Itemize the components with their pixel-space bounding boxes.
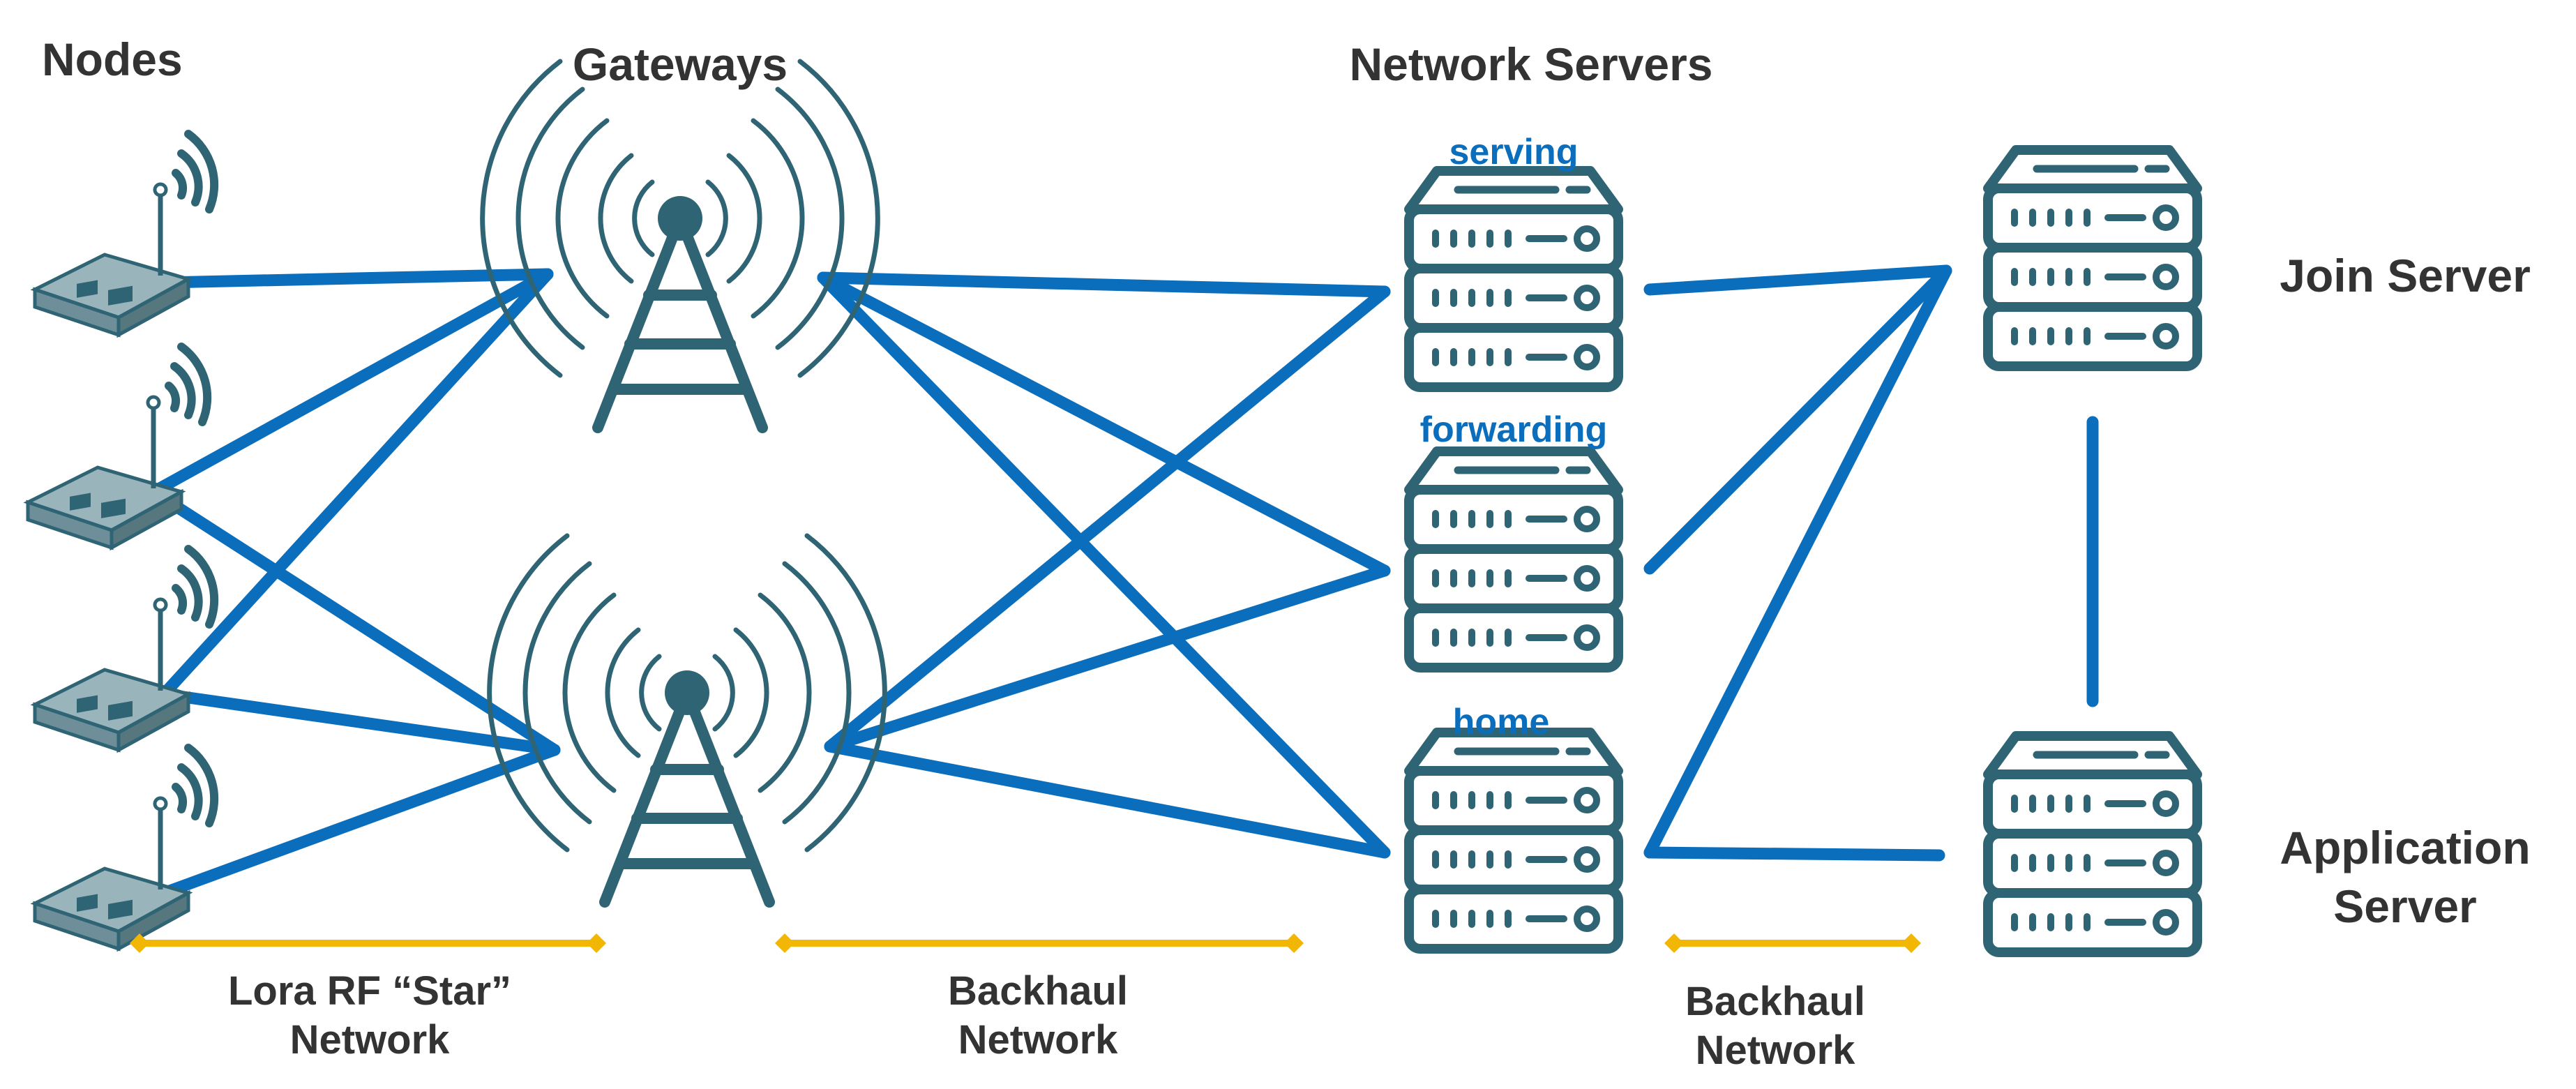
role-label-home: home: [1453, 702, 1550, 742]
link-gateway2-serving: [824, 285, 1391, 753]
backhaul-1-caption-line2: Network: [958, 1017, 1119, 1062]
heading-gateways: Gateways: [573, 38, 788, 90]
link-forwarding-join: [1643, 264, 1952, 575]
backhaul-2-segment-marker: [1664, 933, 1921, 953]
backhaul-1-segment-marker: [775, 933, 1304, 953]
lora-segment-marker: [130, 933, 606, 953]
backhaul-2-caption-line2: Network: [1696, 1028, 1856, 1073]
link-node3-gateway1: [158, 268, 554, 700]
role-label-serving: serving: [1449, 132, 1579, 172]
gateway-2-tower-icon: [490, 536, 885, 902]
role-label-forwarding: forwarding: [1420, 410, 1608, 450]
home-server-icon: [1409, 733, 1618, 949]
link-home-join: [1643, 264, 1952, 859]
link-home-application: [1643, 846, 1945, 862]
backhaul-2-caption-line1: Backhaul: [1685, 979, 1865, 1024]
forwarding-server-icon: [1409, 451, 1618, 668]
link-node3-gateway2: [158, 688, 561, 756]
label-application-server-line1: Application: [2280, 822, 2530, 873]
nodes-column: [28, 134, 214, 949]
label-join-server: Join Server: [2280, 250, 2531, 301]
link-gateway1-forwarding: [817, 271, 1391, 577]
application-server-icon: [1988, 736, 2197, 952]
gateway-1-tower-icon: [483, 61, 878, 428]
link-gateway2-forwarding: [824, 564, 1391, 753]
node-2-icon: [28, 347, 207, 548]
link-serving-join: [1643, 264, 1952, 296]
join-server-icon: [1988, 150, 2197, 366]
segment-markers: [130, 933, 1921, 953]
lora-caption-line1: Lora RF “Star”: [228, 968, 511, 1014]
link-gateway2-home: [824, 740, 1391, 859]
heading-nodes: Nodes: [42, 33, 183, 85]
gateways-column: [483, 61, 885, 902]
link-node2-gateway1: [147, 268, 554, 498]
heading-network-servers: Network Servers: [1350, 38, 1713, 90]
label-application-server-line2: Server: [2333, 880, 2477, 932]
network-servers-column: [1409, 171, 1618, 949]
serving-server-icon: [1409, 171, 1618, 387]
link-node1-gateway1: [158, 268, 554, 289]
link-gateway1-serving: [817, 271, 1391, 298]
links: [147, 264, 2099, 899]
link-gateway1-home: [817, 271, 1391, 859]
lora-caption-line2: Network: [290, 1017, 451, 1062]
node-4-icon: [35, 748, 214, 949]
backhaul-1-caption-line1: Backhaul: [948, 968, 1128, 1014]
node-3-icon: [35, 549, 214, 750]
node-1-icon: [35, 134, 214, 335]
link-node4-gateway2: [158, 744, 561, 899]
